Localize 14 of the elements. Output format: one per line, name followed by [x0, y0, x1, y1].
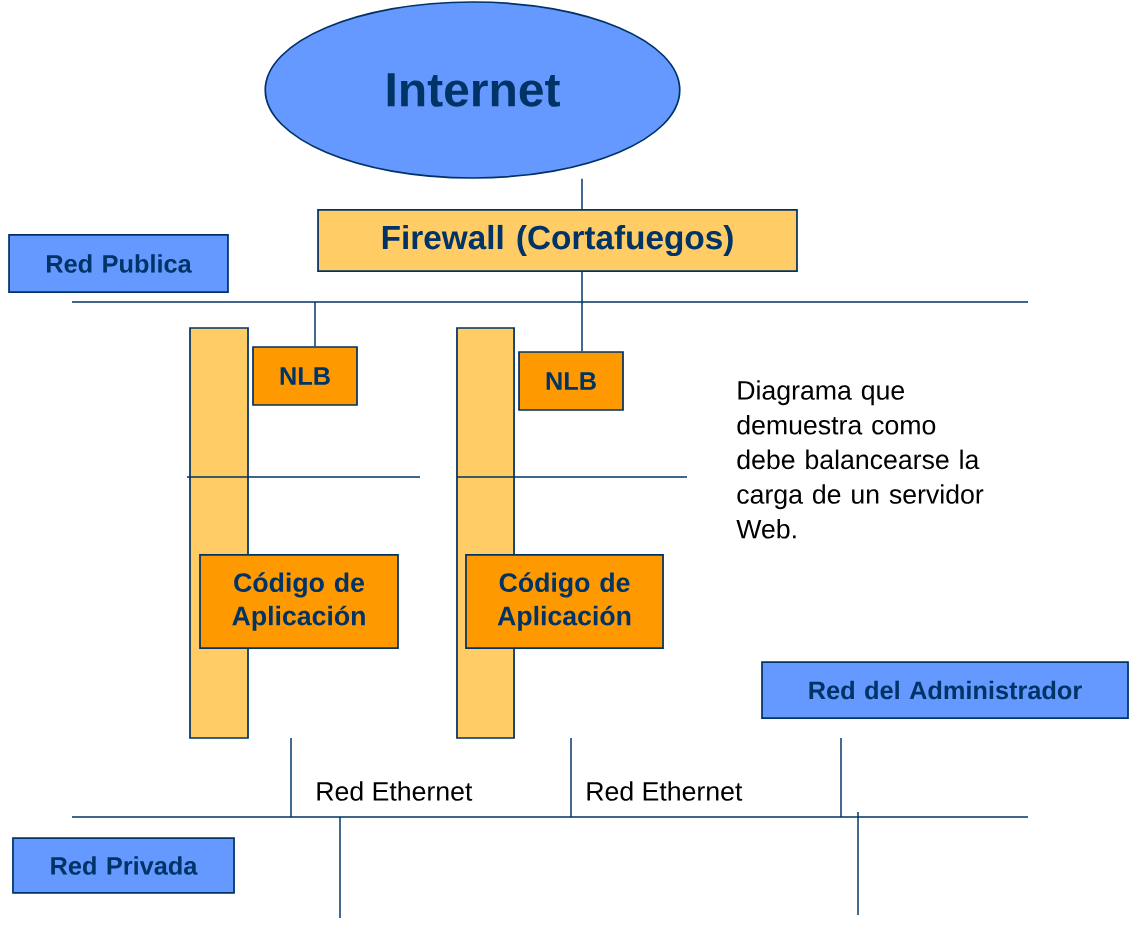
network-label-box: Red Privada [12, 837, 235, 894]
description-text: Diagrama que demuestra como debe balancearse la carga de un servidor Web. [736, 380, 984, 539]
connector-line [314, 301, 316, 347]
firewall-box: Firewall (Cortafuegos) [317, 209, 798, 272]
connector-line [581, 271, 583, 352]
load-balancer-box: NLB [252, 346, 358, 406]
connector-line [581, 178, 583, 210]
network-label: Red Ethernet [587, 781, 743, 801]
application-box: Código de Aplicación [199, 554, 399, 649]
network-label-box: Red del Administrador [761, 661, 1129, 719]
network-label-box: Red Publica [8, 234, 229, 293]
load-balancer-box: NLB [518, 351, 624, 411]
application-box: Código de Aplicación [465, 554, 664, 649]
network-label: Red Ethernet [317, 781, 473, 801]
